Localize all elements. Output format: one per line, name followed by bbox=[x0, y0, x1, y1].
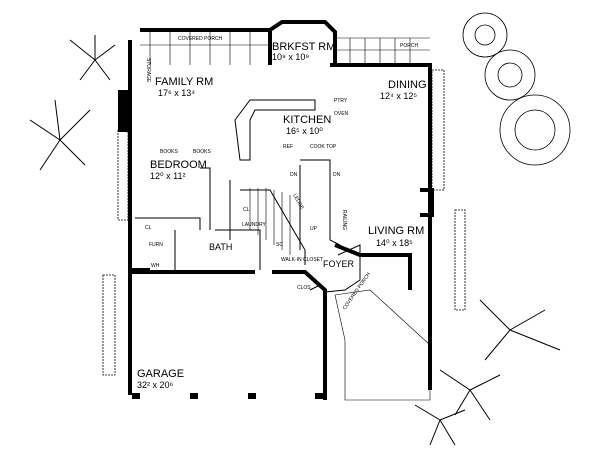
family-dim: 17⁶ x 13⁴ bbox=[158, 88, 195, 98]
water-heater-label: WH bbox=[151, 263, 160, 269]
living-dim: 14⁰ x 18⁵ bbox=[376, 238, 413, 248]
living-label: LIVING RM bbox=[368, 225, 424, 237]
sc-label: SC bbox=[276, 242, 283, 248]
closet2-label: CL bbox=[243, 207, 250, 213]
kitchen-label: KITCHEN bbox=[283, 114, 331, 126]
foyer-label: FOYER bbox=[323, 259, 355, 269]
hedges bbox=[102, 69, 466, 376]
clos-label: CLOS bbox=[297, 285, 311, 291]
covered-porch-front-label: COVERED PORCH bbox=[342, 271, 372, 311]
oven-label: OVEN bbox=[334, 111, 349, 117]
kitchen-counter bbox=[234, 99, 316, 161]
dining-label: DINING bbox=[388, 79, 427, 91]
books-label-2: BOOKS bbox=[193, 149, 211, 155]
stair-up-label: UP bbox=[310, 226, 318, 232]
dining-dim: 12⁴ x 12⁵ bbox=[380, 91, 417, 101]
porch-tiles bbox=[140, 30, 431, 401]
stair-down-label-2: DN bbox=[333, 172, 341, 178]
palm-plants bbox=[29, 35, 561, 446]
covered-porch-label: COVERED PORCH bbox=[178, 36, 223, 42]
cooktop-label: COOK TOP bbox=[310, 144, 337, 150]
garage-dim: 32² x 20⁶ bbox=[137, 380, 174, 390]
porch-label: PORCH bbox=[400, 43, 418, 49]
pantry-label: PTRY bbox=[334, 98, 348, 104]
trees bbox=[462, 12, 571, 166]
ref-label: REF bbox=[283, 144, 293, 150]
bath-label: BATH bbox=[209, 242, 232, 252]
brkfst-dim: 10⁹ x 10⁹ bbox=[272, 52, 309, 62]
closet-label: CL bbox=[145, 225, 152, 231]
bedroom-label: BEDROOM bbox=[150, 159, 207, 171]
stairs bbox=[249, 188, 291, 255]
furnace-label: FURN bbox=[149, 242, 163, 248]
stair-down-label-1: DN bbox=[290, 172, 298, 178]
railing-label: RAILING bbox=[341, 210, 347, 230]
walkin-closet-label: WALK-IN CLOSET bbox=[281, 257, 323, 263]
books-label-1: BOOKS bbox=[160, 149, 178, 155]
family-label: FAMILY RM bbox=[155, 76, 213, 88]
storage-label: STORAGE bbox=[145, 58, 151, 83]
garage-label: GARAGE bbox=[137, 368, 184, 380]
garage-door-posts bbox=[132, 393, 323, 399]
bedroom-dim: 12⁰ x 11² bbox=[150, 171, 185, 181]
brkfst-label: BRKFST RM bbox=[272, 41, 335, 53]
laundry-label: LAUNDRY bbox=[242, 222, 266, 228]
walls bbox=[118, 20, 434, 400]
kitchen-dim: 16⁵ x 10⁰ bbox=[286, 126, 323, 136]
ledge-label: LEDGE bbox=[291, 193, 305, 211]
